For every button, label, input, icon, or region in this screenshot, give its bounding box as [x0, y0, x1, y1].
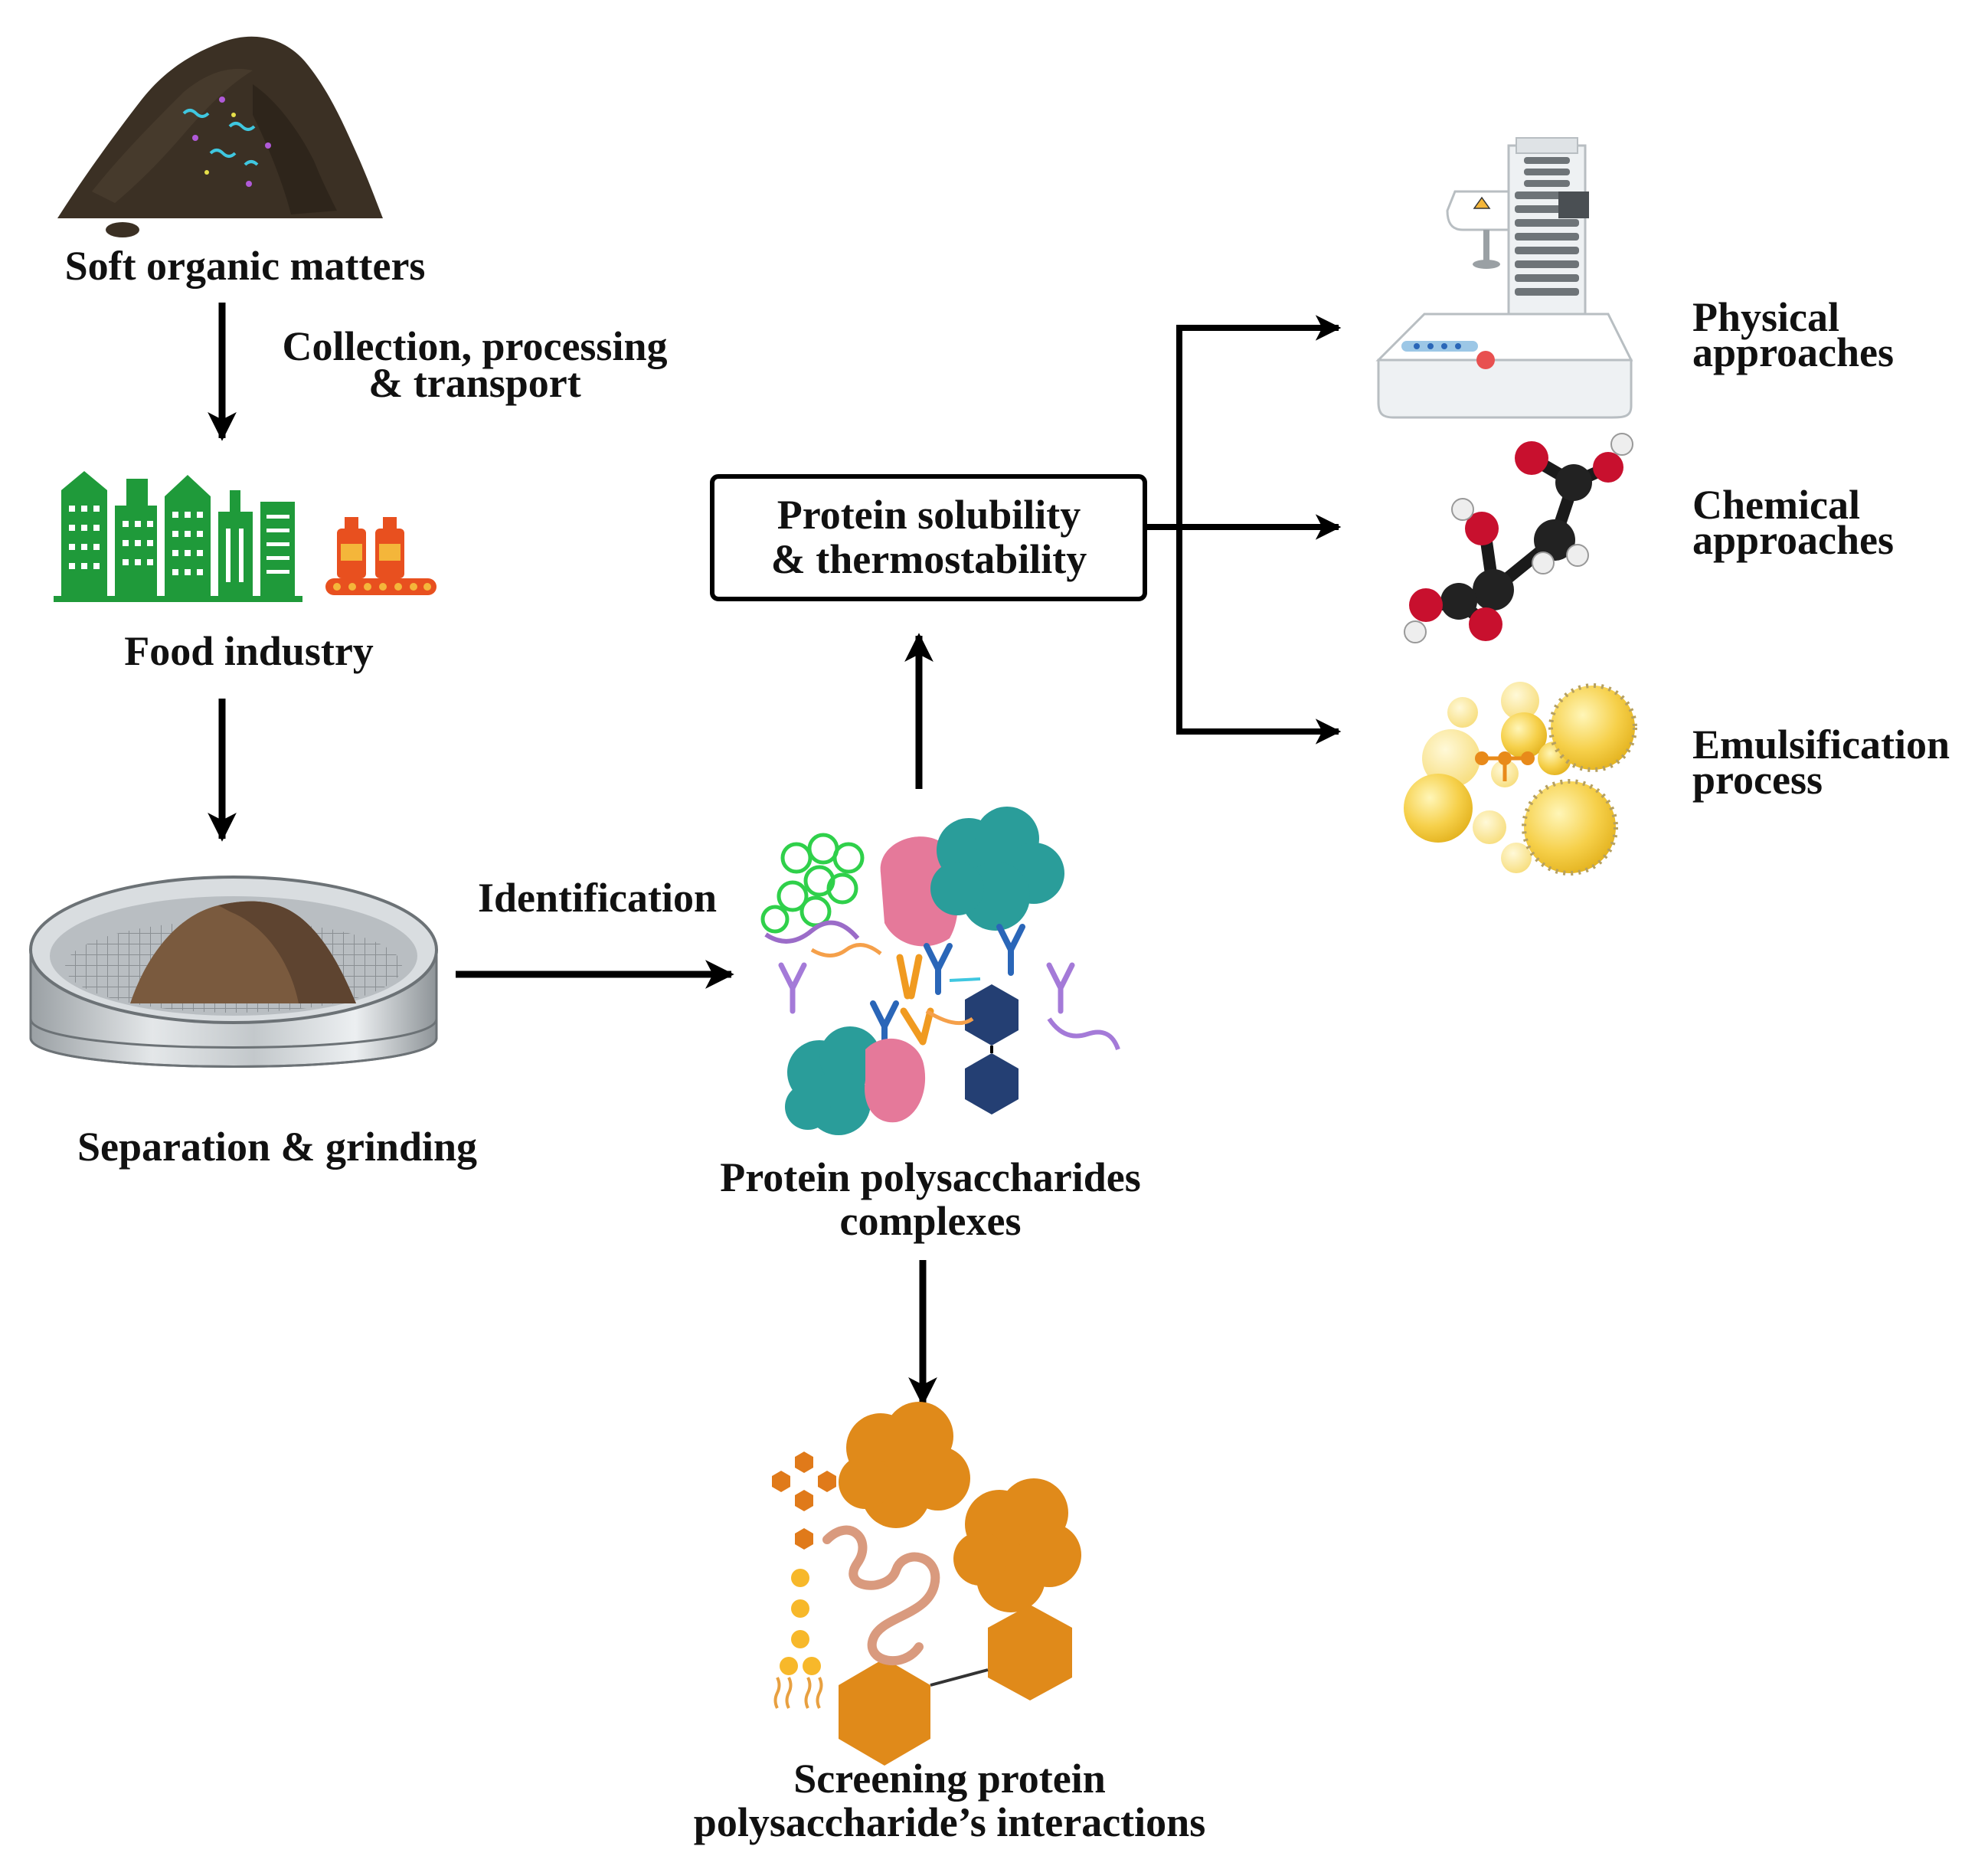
collection-label-line1: Collection, processing: [283, 323, 668, 369]
identification-label: Identification: [478, 875, 717, 921]
food-industry-label: Food industry: [124, 628, 374, 674]
soft-organic-matters-label: Soft organic matters: [65, 243, 426, 289]
solubility-label-line1: Protein solubility: [777, 492, 1081, 538]
complexes-label-line2: complexes: [840, 1198, 1022, 1244]
collection-label-line2: & transport: [368, 360, 580, 406]
emulsification-label-line1: Emulsification: [1692, 722, 1950, 768]
separation-grinding-label: Separation & grinding: [77, 1124, 477, 1170]
molecule-model-icon: [1404, 433, 1633, 643]
factory-icon: [54, 471, 437, 602]
branch-connector: [1145, 315, 1342, 745]
emulsion-droplets-icon: [1404, 682, 1637, 876]
solubility-label-line2: & thermostability: [771, 536, 1087, 582]
rheometer-icon: [1375, 137, 1633, 419]
chemical-label-line2: approaches: [1692, 517, 1894, 563]
chemical-label-line1: Chemical: [1692, 482, 1860, 528]
sieve-icon: [29, 876, 438, 1068]
physical-label-line2: approaches: [1692, 329, 1894, 375]
solubility-box: [710, 474, 1147, 601]
screening-icon: [772, 1402, 1081, 1766]
screening-label-line2: polysaccharide’s interactions: [694, 1799, 1205, 1845]
complexes-label-line1: Protein polysaccharides: [720, 1154, 1140, 1200]
physical-label-line1: Physical: [1692, 294, 1839, 340]
soil-pile-icon: [57, 36, 383, 237]
emulsification-label-line2: process: [1692, 757, 1823, 803]
protein-complex-icon: [760, 807, 1120, 1135]
screening-label-line1: Screening protein: [793, 1756, 1106, 1802]
